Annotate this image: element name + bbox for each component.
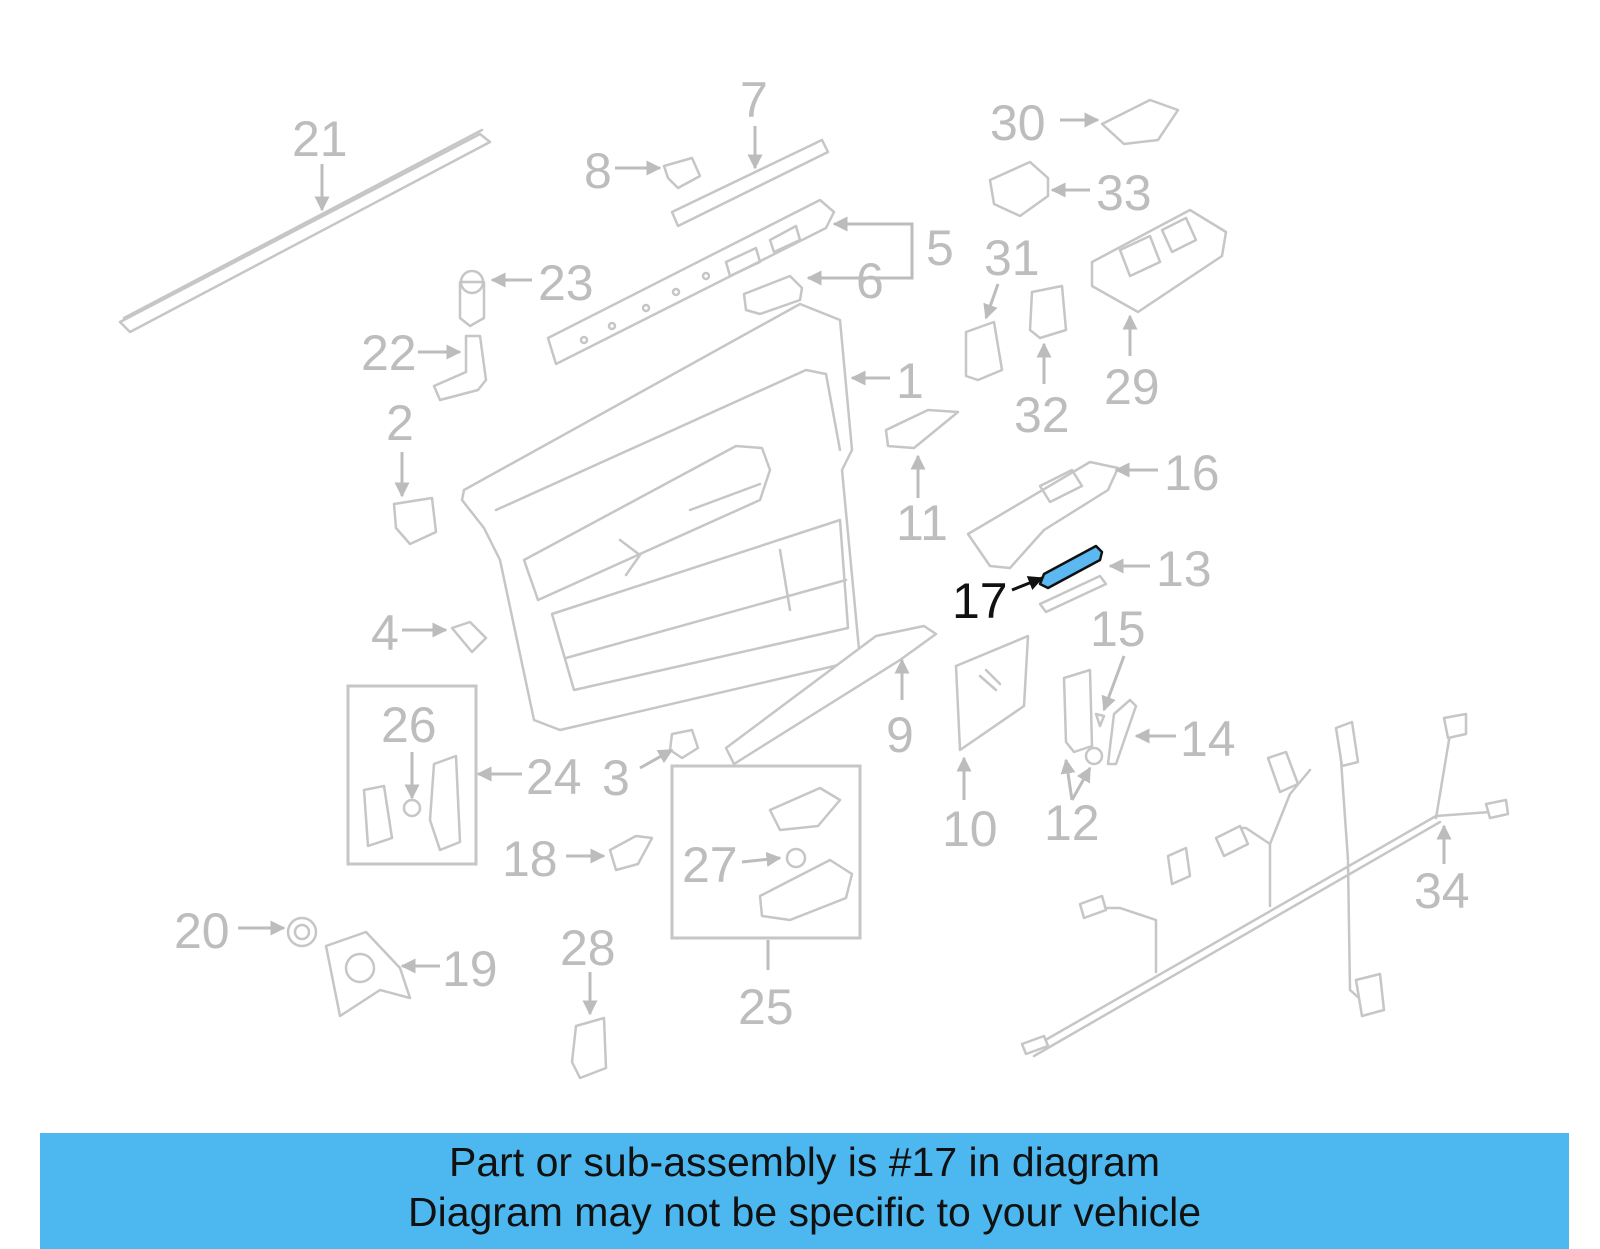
part-21-molding: 21 [118,111,492,334]
label-15: 15 [1090,601,1146,657]
label-13: 13 [1156,541,1212,597]
label-8: 8 [584,143,612,199]
part-32-switch: 32 [1014,284,1070,443]
part-2-clip: 2 [386,395,438,546]
part-23-clip: 23 [458,255,594,328]
part-7-strip: 7 [670,72,830,228]
label-17: 17 [952,573,1008,629]
label-22: 22 [361,325,417,381]
label-10: 10 [942,801,998,857]
part-24-lock-box: 26 24 [346,684,582,866]
label-1: 1 [896,353,924,409]
part-3-clip: 3 [602,728,700,806]
banner-line-2: Diagram may not be specific to your vehi… [407,1189,1201,1235]
part-22-bracket: 22 [361,325,488,402]
part-20-grommet: 20 [174,903,318,959]
label-33: 33 [1096,165,1152,221]
part-34-wiring-harness: 34 [1020,712,1510,1058]
label-4: 4 [371,605,399,661]
label-16: 16 [1164,445,1220,501]
label-27: 27 [682,837,738,893]
label-23: 23 [538,255,594,311]
label-26: 26 [381,697,437,753]
part-5-armrest-trim: 5 [546,198,954,366]
label-7: 7 [740,72,768,128]
part-15: 15 [1090,601,1146,728]
label-11: 11 [896,495,948,551]
label-20: 20 [174,903,230,959]
label-6: 6 [856,253,884,309]
part-9-handle-cover: 9 [724,624,938,766]
label-3: 3 [602,750,630,806]
label-19: 19 [442,941,498,997]
part-12-bracket: 12 [1044,668,1104,851]
part-11-bezel: 11 [884,408,960,551]
info-banner: Part or sub-assembly is #17 in diagram D… [40,1133,1569,1249]
banner-line-1: Part or sub-assembly is #17 in diagram [449,1139,1160,1185]
label-28: 28 [560,920,616,976]
part-25-handle-box: 27 25 [670,764,862,1035]
part-4-fastener: 4 [371,605,488,661]
part-6: 6 [742,253,884,316]
part-31-switch: 31 [964,230,1040,382]
label-34: 34 [1414,863,1470,919]
part-18-clip: 18 [502,831,654,887]
label-29: 29 [1104,359,1160,415]
part-13-trim: 13 [1038,541,1212,614]
part-16-armrest: 16 [966,445,1220,570]
label-18: 18 [502,831,558,887]
part-29-switch-assembly: 29 [1090,208,1228,415]
part-19-speaker-cover: 19 [324,930,498,1018]
label-31: 31 [984,230,1040,286]
part-10-panel: 10 [942,634,1030,857]
part-30-switch: 30 [990,95,1180,151]
part-33-switch: 33 [988,160,1152,221]
part-28-bracket: 28 [560,920,616,1080]
label-32: 32 [1014,387,1070,443]
label-5: 5 [926,220,954,276]
label-30: 30 [990,95,1046,151]
label-21: 21 [292,111,348,167]
part-8: 8 [584,143,702,199]
part-1-door-panel: 1 [460,302,924,732]
part-14-strip: 14 [1106,698,1236,767]
label-12: 12 [1044,795,1100,851]
label-14: 14 [1180,711,1236,767]
label-24: 24 [526,749,582,805]
label-25: 25 [738,979,794,1035]
label-9: 9 [886,707,914,763]
part-17-highlighted: 17 [952,544,1104,629]
label-2: 2 [386,395,414,451]
